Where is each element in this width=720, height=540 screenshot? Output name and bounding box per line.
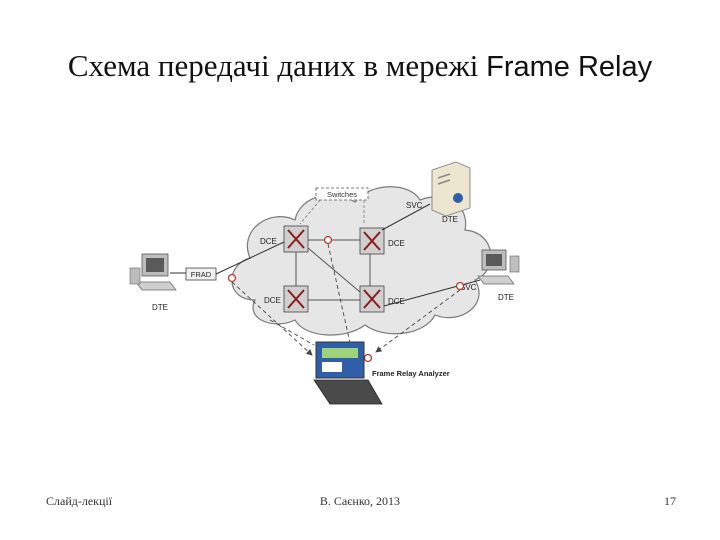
pc-base-icon xyxy=(477,275,515,285)
switch-arrows-icon xyxy=(287,289,305,309)
slide-title-latin: Frame Relay xyxy=(486,51,653,83)
frame-relay-diagram: Switches DCE DCE DCE DCE SVC DTE xyxy=(129,161,520,405)
laptop-window xyxy=(322,348,358,358)
switches-label: Switches xyxy=(327,190,357,199)
slide-title-main: Схема передачі даних в мережі xyxy=(67,48,487,83)
frad-label: FRAD xyxy=(191,270,212,279)
frame-relay-analyzer: Frame Relay Analyzer xyxy=(313,341,450,405)
monitor-line-cloud xyxy=(269,319,315,346)
svc-right-label: SVC xyxy=(460,283,477,292)
switch-links xyxy=(295,239,371,301)
footer-author: В. Саєнко, 2013 xyxy=(319,494,401,508)
pc-tower-icon xyxy=(129,267,141,285)
svc-top-label: SVC xyxy=(406,201,423,210)
pc-screen xyxy=(486,254,502,266)
probe-analyzer-icon xyxy=(363,353,373,363)
switch-bottom-right: DCE xyxy=(359,285,405,313)
probe-top-icon xyxy=(323,235,333,245)
analyzer-label: Frame Relay Analyzer xyxy=(372,369,450,378)
laptop-screen-icon xyxy=(315,341,365,379)
right-dte: SVC DTE xyxy=(383,249,520,307)
monitor-lines xyxy=(231,243,461,356)
server-globe-icon xyxy=(453,193,463,203)
switches-frame xyxy=(315,187,369,201)
slide-title: Схема передачі даних в мережі Frame Rela… xyxy=(0,48,720,84)
laptop-window xyxy=(322,362,342,372)
frad-cloud-link xyxy=(215,241,285,275)
dce-label-2: DCE xyxy=(388,239,405,248)
dce-label-4: DCE xyxy=(388,297,405,306)
monitor-line-right xyxy=(375,289,461,353)
server-slot xyxy=(437,179,451,185)
server-slot xyxy=(437,173,451,179)
switch-arrows-icon xyxy=(287,229,305,249)
server-icon xyxy=(431,161,471,217)
dce-label-3: DCE xyxy=(264,296,281,305)
server-link xyxy=(381,203,431,231)
switches-pointer-left xyxy=(299,199,321,225)
switch-top-right: DCE xyxy=(359,227,405,255)
server-dte-label: DTE xyxy=(442,215,458,224)
left-dte-label: DTE xyxy=(152,303,168,312)
server-dte: SVC DTE xyxy=(381,161,471,231)
switches-box: Switches xyxy=(299,187,369,225)
dce-label-1: DCE xyxy=(260,237,277,246)
left-dte: DTE FRAD xyxy=(129,241,285,312)
pc-base-icon xyxy=(135,281,177,291)
probe-left-icon xyxy=(227,273,237,283)
right-dte-label: DTE xyxy=(498,293,514,302)
link-diagonal xyxy=(307,247,361,293)
switch-arrows-icon xyxy=(363,289,381,309)
pc-tower-icon xyxy=(509,255,520,273)
right-pc-link xyxy=(383,279,481,307)
pc-screen xyxy=(146,258,164,272)
laptop-keyboard-icon xyxy=(313,379,383,405)
switch-bottom-left: DCE xyxy=(264,285,309,313)
monitor-line-top xyxy=(327,243,354,353)
footer-left: Слайд-лекції xyxy=(46,494,113,508)
switch-arrows-icon xyxy=(363,231,381,251)
switch-top-left: DCE xyxy=(260,225,309,253)
probe-right-icon xyxy=(455,281,465,291)
page-number: 17 xyxy=(664,494,676,508)
